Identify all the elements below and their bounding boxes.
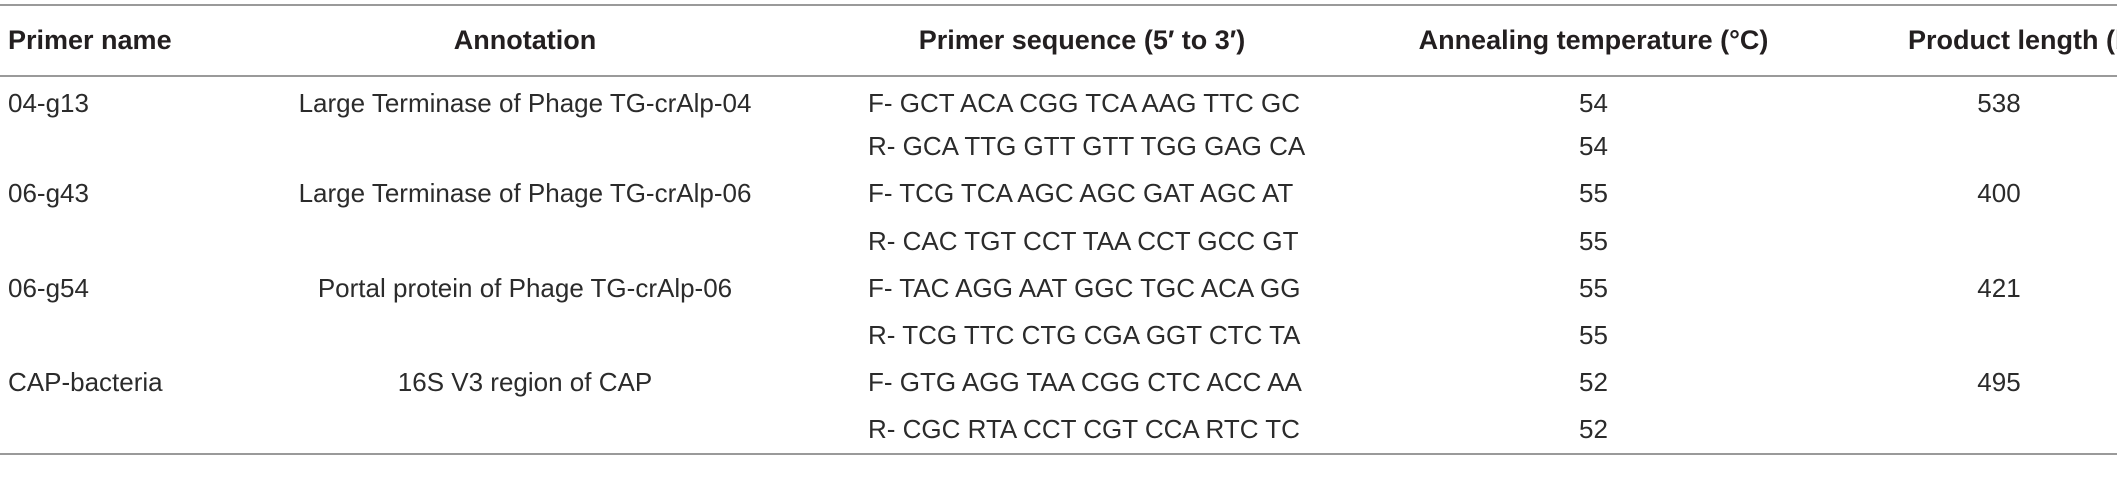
cell-primer-name: 04-g13 (8, 87, 89, 118)
cell-primer-name: 06-g54 (8, 272, 89, 303)
cell-annealing-temperature: 55 (1579, 272, 1608, 303)
cell-annealing-temperature: 52 (1356, 406, 1831, 455)
cell-annotation: 16S V3 region of CAP (397, 367, 653, 398)
table-row: CAP-bacteria 16S V3 region of CAP F- GTG… (0, 359, 2117, 406)
primer-table: Primer name Annotation Primer sequence (… (0, 4, 2117, 455)
cell-annealing-temperature: 52 (1579, 367, 1608, 398)
cell-primer-sequence: R- TCG TTC CTG CGA GGT CTC TA (868, 320, 1301, 351)
table-row: R- CAC TGT CCT TAA CCT GCC GT 55 (0, 218, 2117, 265)
cell-primer-name (0, 312, 242, 359)
table-row: R- GCA TTG GTT GTT TGG GAG CA 54 (0, 123, 2117, 170)
cell-product-length: 421 (1977, 272, 2021, 303)
cell-annotation: Portal protein of Phage TG-crAlp-06 (317, 272, 733, 303)
cell-annotation: Large Terminase of Phage TG-crAlp-04 (298, 87, 752, 118)
header-product-length: Product length (bp) (1831, 4, 2117, 77)
cell-product-length (1831, 312, 2117, 359)
cell-primer-sequence: F- TAC AGG AAT GGC TGC ACA GG (868, 272, 1301, 303)
cell-primer-sequence: R- CAC TGT CCT TAA CCT GCC GT (868, 225, 1299, 256)
cell-primer-name (0, 218, 242, 265)
cell-product-length: 538 (1977, 87, 2021, 118)
cell-primer-sequence: F- GTG AGG TAA CGG CTC ACC AA (868, 367, 1302, 398)
cell-product-length (1831, 123, 2117, 170)
header-annealing-temperature: Annealing temperature (°C) (1356, 4, 1831, 77)
cell-annealing-temperature: 55 (1579, 320, 1608, 351)
header-annotation: Annotation (242, 4, 808, 77)
cell-product-length (1831, 406, 2117, 455)
cell-annotation (242, 123, 808, 170)
cell-annotation (242, 312, 808, 359)
cell-annealing-temperature: 54 (1579, 87, 1608, 118)
header-row: Primer name Annotation Primer sequence (… (0, 4, 2117, 77)
cell-annealing-temperature: 54 (1579, 131, 1608, 162)
table-body: 04-g13 Large Terminase of Phage TG-crAlp… (0, 76, 2117, 455)
cell-primer-name (0, 406, 242, 455)
table-row: 06-g54 Portal protein of Phage TG-crAlp-… (0, 265, 2117, 312)
table-row: R- TCG TTC CTG CGA GGT CTC TA 55 (0, 312, 2117, 359)
cell-primer-sequence: R- CGC RTA CCT CGT CCA RTC TC (808, 406, 1356, 455)
cell-product-length (1831, 218, 2117, 265)
cell-primer-name: CAP-bacteria (8, 367, 163, 398)
cell-annotation: Large Terminase of Phage TG-crAlp-06 (298, 178, 752, 209)
cell-primer-name (0, 123, 242, 170)
cell-annotation (242, 218, 808, 265)
cell-annealing-temperature: 55 (1579, 225, 1608, 256)
cell-annealing-temperature: 55 (1579, 178, 1608, 209)
cell-annotation (242, 406, 808, 455)
header-primer-sequence: Primer sequence (5′ to 3′) (808, 4, 1356, 77)
table-row: 04-g13 Large Terminase of Phage TG-crAlp… (0, 76, 2117, 123)
cell-primer-sequence: F- TCG TCA AGC AGC GAT AGC AT (868, 178, 1294, 209)
cell-primer-name: 06-g43 (8, 178, 89, 209)
header-primer-name: Primer name (0, 4, 242, 77)
table-row: 06-g43 Large Terminase of Phage TG-crAlp… (0, 170, 2117, 217)
cell-primer-sequence: R- GCA TTG GTT GTT TGG GAG CA (868, 131, 1306, 162)
table-header: Primer name Annotation Primer sequence (… (0, 4, 2117, 77)
cell-product-length: 495 (1977, 367, 2021, 398)
table-row: R- CGC RTA CCT CGT CCA RTC TC 52 (0, 406, 2117, 455)
cell-product-length: 400 (1977, 178, 2021, 209)
cell-primer-sequence: F- GCT ACA CGG TCA AAG TTC GC (868, 87, 1300, 118)
